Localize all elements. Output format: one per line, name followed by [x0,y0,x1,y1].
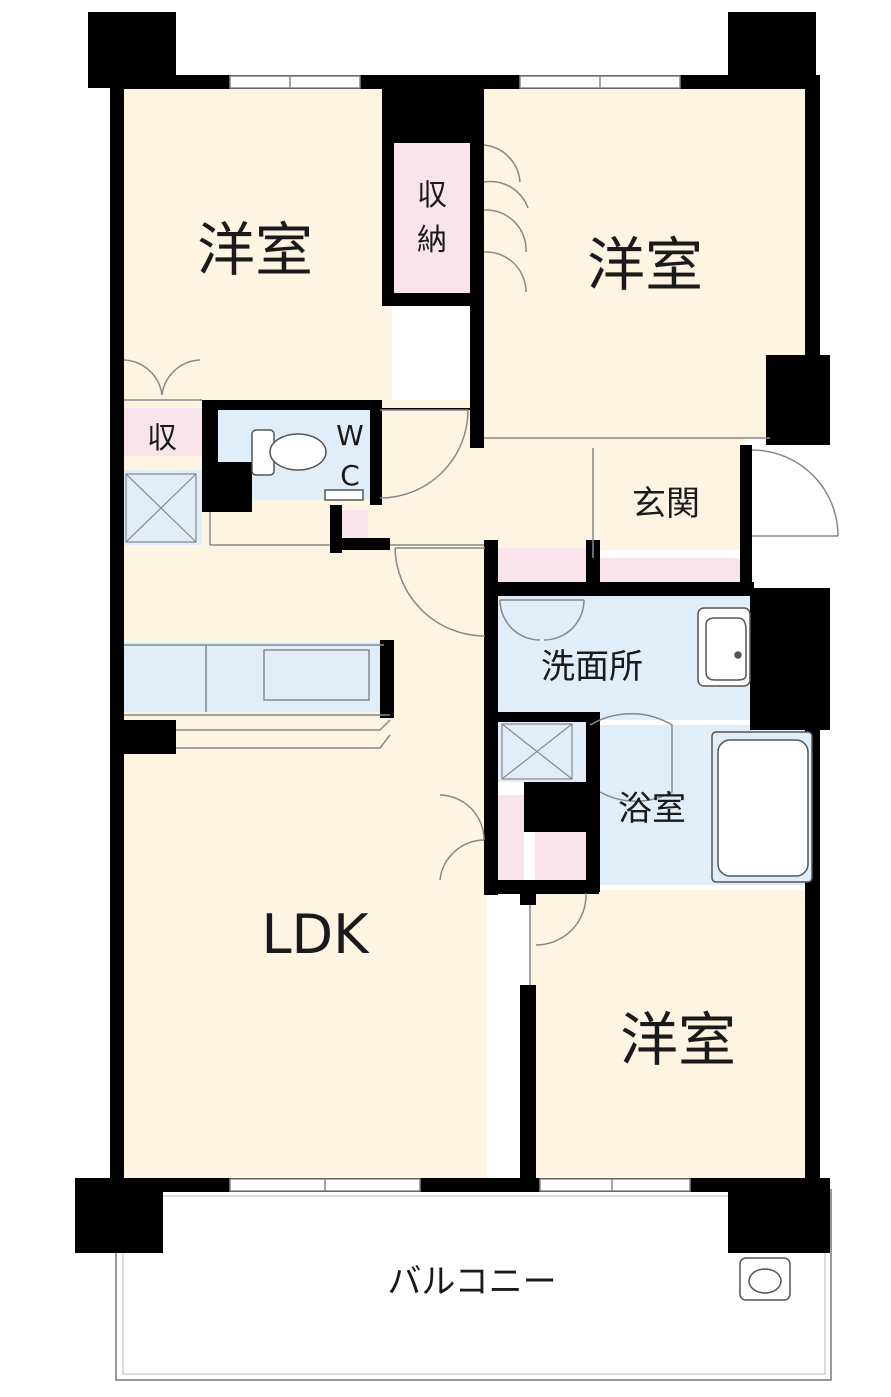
room-label-ldk: LDK [261,903,370,966]
washbasin-icon [697,607,751,687]
room-label-entrance: 玄関 [632,484,700,524]
room-label-washroom: 洗面所 [541,647,643,687]
doors [123,144,839,946]
balcony-sink-icon [739,1257,791,1301]
room-label-bathroom: 浴室 [618,789,686,829]
balcony-area [115,1189,832,1381]
bathtub-icon [711,731,813,883]
room-label-storage-large-1: 収 [417,178,447,213]
cabinet-marks [125,473,573,780]
room-label-western-top-right: 洋室 [587,231,703,299]
room-label-storage-small: 収 [147,421,177,456]
room-label-toilet-c: C [340,459,360,492]
floor-storage [122,143,740,885]
room-label-toilet-w: W [336,419,364,452]
balcony-inner-rail [122,1195,826,1375]
room-label-balcony: バルコニー [387,1262,556,1302]
room-label-storage-large-2: 納 [417,223,447,258]
room-label-western-bottom-right: 洋室 [620,1006,736,1074]
windows [229,75,691,1192]
toilet-icon [251,429,364,501]
room-label-western-top-left: 洋室 [197,216,313,284]
partitions [124,399,770,985]
